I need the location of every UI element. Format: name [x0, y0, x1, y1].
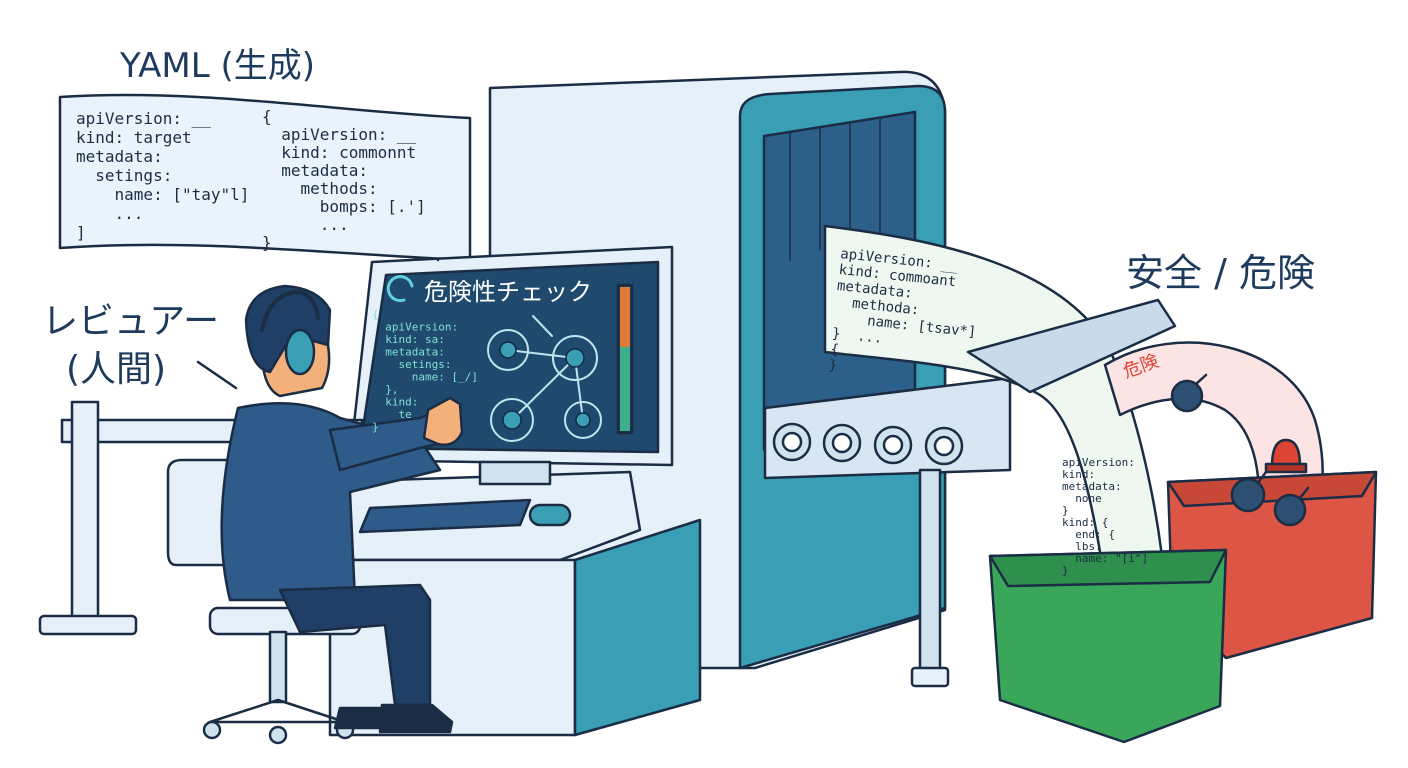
reviewer-label-line1: レビュアー: [42, 301, 220, 342]
code-line: }: [1062, 564, 1069, 577]
code-line: methods:: [262, 179, 378, 198]
code-line: bomps: [.']: [262, 197, 426, 216]
code-line: apiVersion:: [372, 321, 458, 334]
code-line: setings:: [372, 358, 451, 371]
reviewer-hair: [244, 284, 332, 374]
code-line: {: [372, 308, 379, 321]
code-line: } ...: [831, 326, 883, 347]
code-line: {: [830, 342, 840, 359]
code-line: name: [_/]: [372, 371, 478, 384]
code-line: apiVersion:: [1062, 456, 1135, 469]
code-line: kind: sa:: [372, 333, 445, 346]
yaml-right-block: { apiVersion: __ kind: commonnt metadata…: [262, 107, 426, 252]
code-line: },: [372, 383, 399, 396]
code-line: lbs:: [1062, 540, 1102, 553]
code-line: kind: target: [76, 128, 192, 147]
reviewer-pointer-line: [196, 360, 238, 390]
screen-title: 危険性チェック: [424, 278, 592, 306]
code-line: te: [372, 408, 412, 421]
barrier-post: [70, 400, 100, 629]
bomb-icon: [1170, 373, 1310, 527]
code-line: metadata:: [262, 161, 368, 180]
tunnel-curtain: [789, 117, 881, 261]
refresh-icon: [386, 275, 414, 303]
reviewer-hand: [422, 396, 464, 446]
monitor-stand: [478, 460, 552, 486]
conveyor-rollers: [772, 422, 964, 466]
yaml-title: YAML (生成): [120, 46, 316, 86]
code-line: apiVersion: __: [262, 125, 416, 144]
code-line: metadata:: [372, 346, 445, 359]
conveyor-leg: [918, 468, 942, 682]
code-line: kind:: [372, 396, 418, 409]
safe-paper-code: apiVersion:kind:metadata: none}kind: { e…: [1062, 456, 1148, 577]
reviewer-label-line2: (人間): [66, 349, 167, 390]
screen-code: { apiVersion: kind: sa: metadata: seting…: [372, 308, 478, 434]
code-line: name: "[i"]: [1062, 552, 1148, 565]
code-line: ...: [262, 215, 349, 234]
code-line: none: [1062, 492, 1102, 505]
threat-graph: [487, 315, 602, 442]
code-line: ]: [76, 223, 86, 242]
code-line: metadata:: [836, 278, 913, 302]
code-line: end: {: [1062, 528, 1115, 541]
code-line: }: [1062, 504, 1069, 517]
code-line: kind:: [1062, 468, 1095, 481]
code-line: setings:: [76, 166, 172, 185]
code-line: {: [262, 107, 272, 126]
code-line: }: [262, 233, 272, 252]
mouse: [528, 503, 572, 527]
code-line: }: [372, 421, 379, 434]
console-side: [573, 518, 702, 737]
result-label: 安全 / 危険: [1126, 251, 1315, 295]
headphones-icon: [260, 290, 320, 376]
code-line: apiVersion: __: [76, 109, 211, 128]
code-line: metadata:: [76, 147, 163, 166]
code-line: }: [828, 357, 838, 374]
alarm-light-icon: [1264, 438, 1308, 474]
conveyor-foot: [910, 666, 950, 688]
keyboard: [358, 498, 532, 534]
sorting-flap: [966, 298, 1177, 394]
code-line: name: ["tay"l]: [76, 185, 249, 204]
code-line: ...: [76, 204, 143, 223]
code-line: kind: {: [1062, 516, 1108, 529]
code-line: metadata:: [1062, 480, 1122, 493]
code-line: kind: commonnt: [262, 143, 416, 162]
